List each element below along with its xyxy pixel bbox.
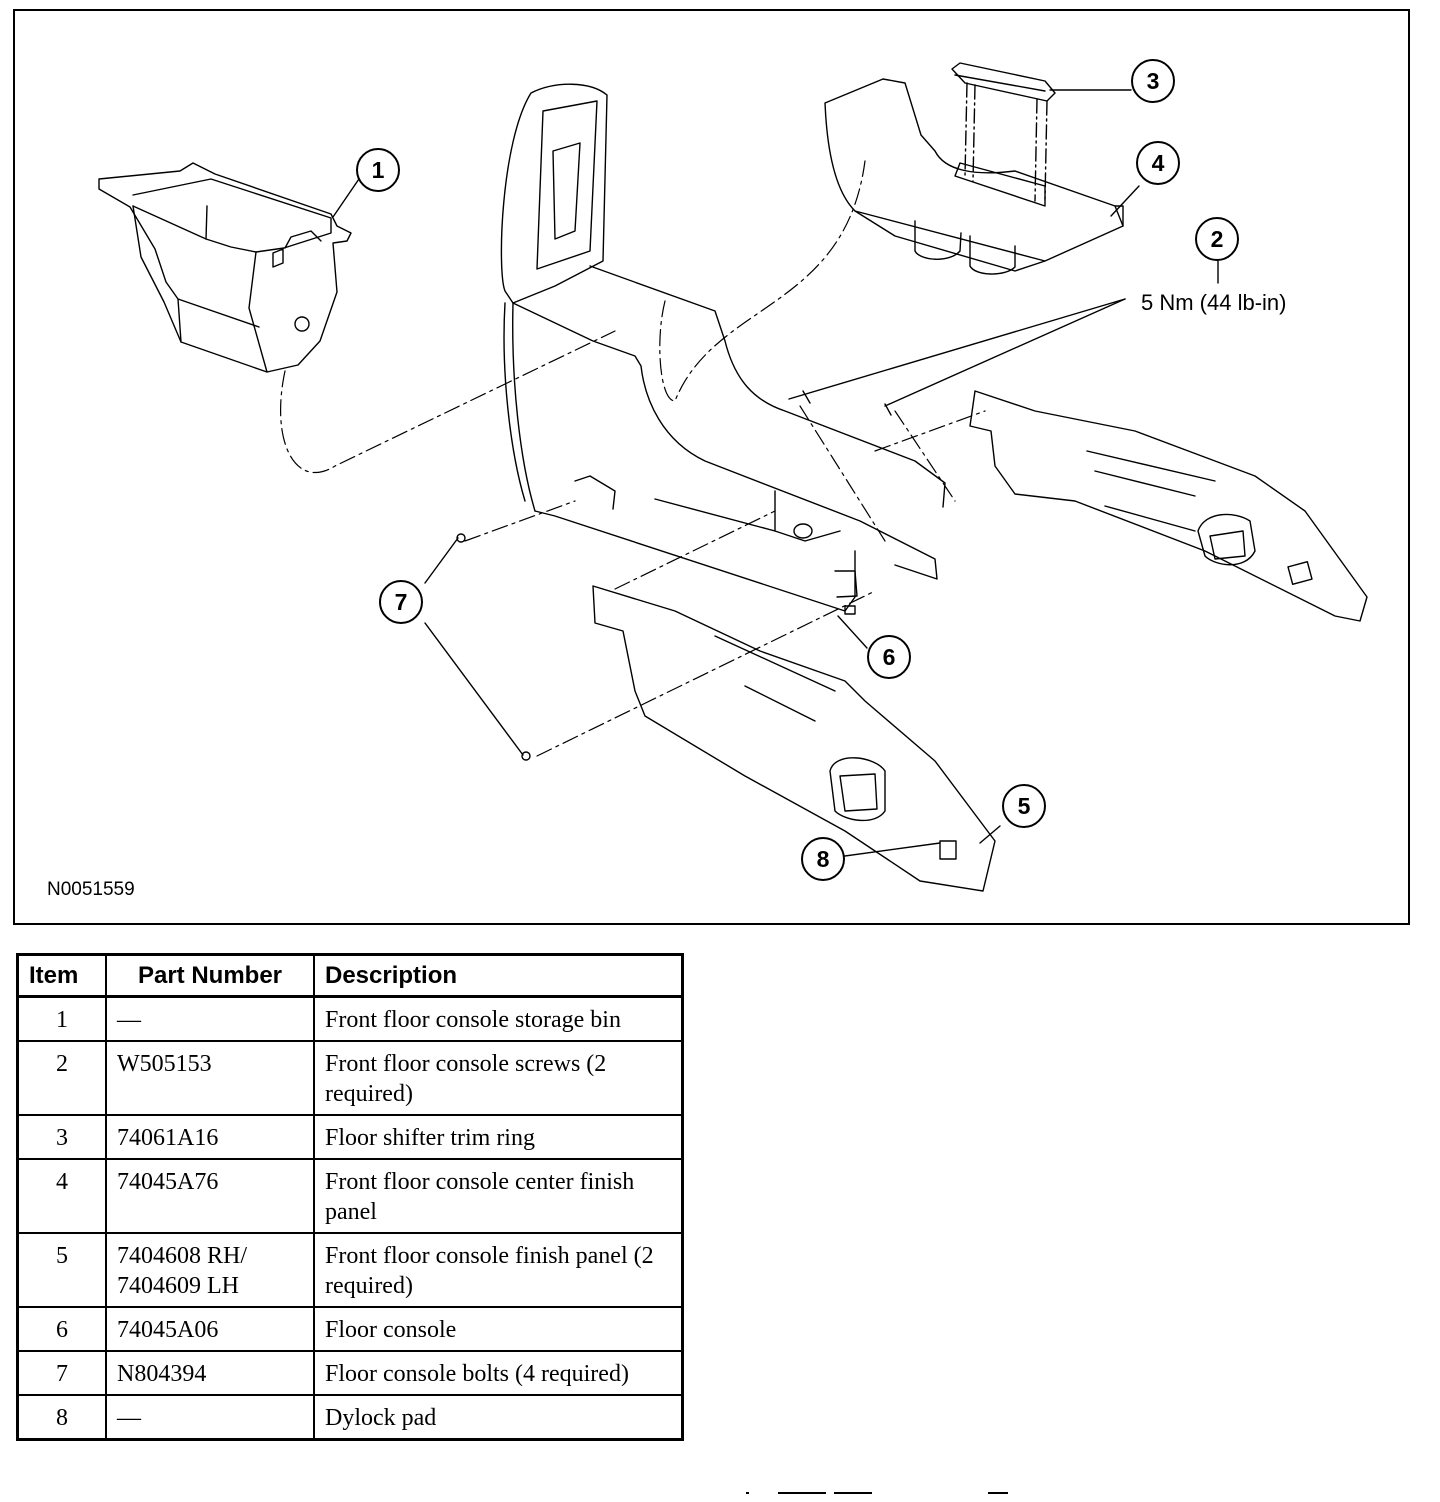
page-edge-artifact xyxy=(834,1492,872,1494)
table-row: 7 N804394 Floor console bolts (4 require… xyxy=(16,1350,684,1396)
part-description: Floor console bolts (4 required) xyxy=(313,1350,684,1396)
torque-spec-label: 5 Nm (44 lb-in) xyxy=(1141,290,1287,315)
part-description: Floor shifter trim ring xyxy=(313,1114,684,1160)
fasteners xyxy=(456,390,892,761)
table-row: 3 74061A16 Floor shifter trim ring xyxy=(16,1114,684,1160)
item-number: 3 xyxy=(16,1114,107,1160)
part-description: Front floor console finish panel (2 requ… xyxy=(313,1232,684,1308)
bolt-icon xyxy=(456,533,466,543)
lh-finish-panel-drawing xyxy=(592,585,996,892)
callout-3: 3 xyxy=(1131,59,1175,103)
rh-finish-panel-drawing xyxy=(969,390,1368,622)
header-description: Description xyxy=(313,953,684,998)
callout-2: 2 xyxy=(1195,217,1239,261)
table-row: 4 74045A76 Front floor console center fi… xyxy=(16,1158,684,1234)
part-number: — xyxy=(105,995,315,1042)
item-number: 4 xyxy=(16,1158,107,1234)
table-row: 1 — Front floor console storage bin xyxy=(16,995,684,1042)
part-description: Front floor console center finish panel xyxy=(313,1158,684,1234)
callout-7: 7 xyxy=(379,580,423,624)
leader-lines xyxy=(332,89,1219,860)
part-number: N804394 xyxy=(105,1350,315,1396)
item-number: 5 xyxy=(16,1232,107,1308)
part-number: 74061A16 xyxy=(105,1114,315,1160)
shifter-trim-ring-drawing xyxy=(951,62,1056,202)
part-description: Front floor console storage bin xyxy=(313,995,684,1042)
table-row: 6 74045A06 Floor console xyxy=(16,1306,684,1352)
exploded-view-figure: 1 2 3 4 5 6 7 8 5 Nm (44 lb-in) N0051559 xyxy=(13,9,1410,925)
page-edge-artifact xyxy=(778,1492,826,1494)
parts-table-header: Item Part Number Description xyxy=(16,953,684,998)
figure-id: N0051559 xyxy=(47,879,135,900)
console-exploded-diagram xyxy=(98,62,1368,892)
callout-6: 6 xyxy=(867,635,911,679)
part-number: 7404608 RH/ 7404609 LH xyxy=(105,1232,315,1308)
floor-console-drawing xyxy=(500,83,946,615)
page-edge-artifact xyxy=(988,1492,1008,1494)
page-edge-artifact xyxy=(746,1492,749,1494)
item-number: 6 xyxy=(16,1306,107,1352)
table-row: 2 W505153 Front floor console screws (2 … xyxy=(16,1040,684,1116)
item-number: 7 xyxy=(16,1350,107,1396)
header-part-number: Part Number xyxy=(105,953,315,998)
item-number: 8 xyxy=(16,1394,107,1441)
callout-1: 1 xyxy=(356,148,400,192)
part-description: Front floor console screws (2 required) xyxy=(313,1040,684,1116)
callout-4: 4 xyxy=(1136,141,1180,185)
callout-8: 8 xyxy=(801,837,845,881)
screw-icon xyxy=(802,390,811,404)
part-description: Floor console xyxy=(313,1306,684,1352)
bolt-icon xyxy=(521,751,531,761)
storage-bin-drawing xyxy=(98,162,352,373)
part-description: Dylock pad xyxy=(313,1394,684,1441)
assembly-alignment-lines xyxy=(280,160,986,757)
header-item: Item xyxy=(16,953,107,998)
center-finish-panel-drawing xyxy=(824,78,1124,275)
parts-table: Item Part Number Description 1 — Front f… xyxy=(16,953,684,1441)
callout-5: 5 xyxy=(1002,784,1046,828)
part-number: 74045A76 xyxy=(105,1158,315,1234)
table-row: 8 — Dylock pad xyxy=(16,1394,684,1441)
part-number: 74045A06 xyxy=(105,1306,315,1352)
part-number: — xyxy=(105,1394,315,1441)
item-number: 1 xyxy=(16,995,107,1042)
table-row: 5 7404608 RH/ 7404609 LH Front floor con… xyxy=(16,1232,684,1308)
item-number: 2 xyxy=(16,1040,107,1116)
part-number: W505153 xyxy=(105,1040,315,1116)
